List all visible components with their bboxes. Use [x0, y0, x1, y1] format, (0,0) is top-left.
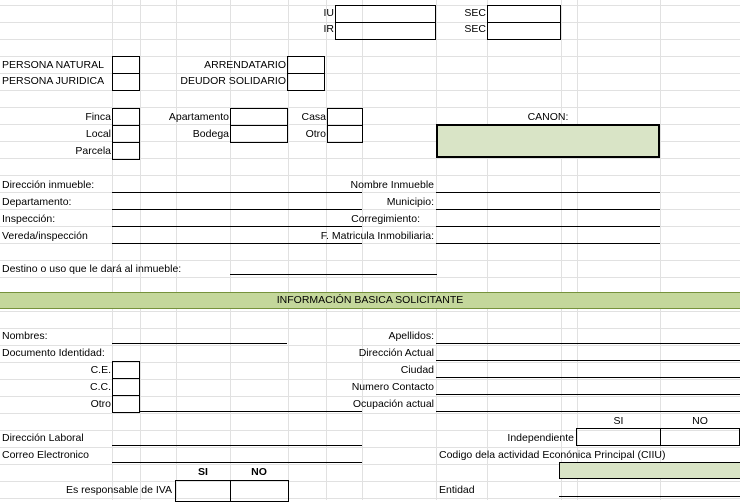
nombre-inmueble-field[interactable] — [436, 192, 660, 193]
entidad-field[interactable] — [559, 496, 740, 497]
ciudad-field[interactable] — [436, 377, 740, 378]
deudor-solidario-label: DEUDOR SOLIDARIO — [180, 75, 286, 87]
si-header: SI — [613, 415, 624, 427]
persona-natural-checkbox[interactable] — [112, 56, 140, 74]
apartamento-label: Apartamento — [168, 111, 229, 123]
matricula-field[interactable] — [436, 243, 660, 244]
otro-inmueble-label: Otro — [305, 128, 326, 140]
correo-field[interactable] — [112, 462, 362, 463]
ir-label: IR — [323, 23, 335, 35]
finca-label: Finca — [85, 111, 111, 123]
canon-label: CANON: — [527, 111, 569, 123]
local-label: Local — [85, 128, 111, 140]
arrendatario-checkbox[interactable] — [287, 56, 325, 74]
iu-field[interactable] — [335, 5, 436, 23]
inspeccion-label: Inspección: — [2, 213, 56, 225]
corregimiento-label: Corregimiento: — [351, 213, 420, 225]
documento-numero-field[interactable] — [140, 411, 362, 412]
sec-label-2: SEC — [464, 23, 486, 35]
direccion-laboral-label: Dirección Laboral — [2, 432, 84, 444]
independiente-si-checkbox[interactable] — [576, 428, 661, 446]
iva-si-header: SI — [198, 466, 208, 478]
inspeccion-field[interactable] — [112, 226, 362, 227]
matricula-label: F. Matricula Inmobiliaria: — [320, 230, 434, 242]
canon-field[interactable] — [436, 124, 660, 158]
otro-doc-checkbox[interactable] — [112, 395, 140, 413]
ciiu-label: Codigo dela actividad Econónica Principa… — [439, 449, 666, 461]
parcela-label: Parcela — [75, 145, 111, 157]
apellidos-field[interactable] — [436, 343, 740, 344]
independiente-no-checkbox[interactable] — [660, 428, 740, 446]
direccion-actual-field[interactable] — [436, 360, 740, 361]
cc-label: C.C. — [90, 381, 111, 393]
ir-field[interactable] — [335, 22, 436, 40]
otro-inmueble-checkbox[interactable] — [327, 125, 363, 143]
ciiu-field[interactable] — [559, 462, 740, 479]
numero-contacto-field[interactable] — [436, 394, 740, 395]
direccion-actual-label: Dirección Actual — [358, 347, 434, 359]
section-band — [0, 292, 740, 309]
bodega-field[interactable] — [230, 125, 288, 143]
iva-no-header: NO — [251, 466, 267, 478]
iva-si-checkbox[interactable] — [175, 480, 231, 502]
iva-label: Es responsable de IVA — [65, 484, 172, 496]
numero-contacto-label: Numero Contacto — [351, 381, 434, 393]
departamento-label: Departamento: — [2, 196, 72, 208]
persona-juridica-label: PERSONA JURIDICA — [2, 75, 105, 87]
sec-field-2[interactable] — [487, 22, 561, 40]
apartamento-field[interactable] — [230, 108, 288, 126]
ce-label: C.E. — [90, 364, 111, 376]
iva-no-checkbox[interactable] — [230, 480, 289, 502]
nombre-inmueble-label: Nombre Inmueble — [350, 179, 434, 191]
casa-label: Casa — [301, 111, 326, 123]
vereda-field[interactable] — [112, 243, 362, 244]
departamento-field[interactable] — [112, 209, 362, 210]
nombres-field[interactable] — [112, 343, 287, 344]
section-title: INFORMACIÓN BASICA SOLICITANTE — [276, 294, 464, 306]
ciudad-label: Ciudad — [400, 364, 434, 376]
finca-checkbox[interactable] — [112, 108, 140, 126]
corregimiento-field[interactable] — [436, 226, 660, 227]
destino-field[interactable] — [230, 274, 437, 275]
no-header: NO — [692, 415, 708, 427]
correo-label: Correo Electronico — [2, 449, 89, 461]
casa-checkbox[interactable] — [327, 108, 363, 126]
parcela-checkbox[interactable] — [112, 142, 140, 160]
ce-checkbox[interactable] — [112, 361, 140, 379]
entidad-label: Entidad — [439, 484, 475, 496]
municipio-label: Municipio: — [386, 196, 434, 208]
apellidos-label: Apellidos: — [388, 330, 434, 342]
sec-label-1: SEC — [464, 7, 486, 19]
direccion-inmueble-field[interactable] — [112, 192, 362, 193]
documento-label: Documento Identidad: — [2, 347, 105, 359]
persona-natural-label: PERSONA NATURAL — [2, 59, 104, 71]
iu-label: IU — [323, 7, 335, 19]
local-checkbox[interactable] — [112, 125, 140, 143]
ocupacion-label: Ocupación actual — [352, 398, 434, 410]
direccion-laboral-field[interactable] — [112, 445, 362, 446]
bodega-label: Bodega — [192, 128, 229, 140]
ocupacion-field[interactable] — [436, 411, 740, 412]
deudor-solidario-checkbox[interactable] — [287, 73, 325, 91]
destino-label: Destino o uso que le dará al inmueble: — [2, 263, 182, 275]
municipio-field[interactable] — [436, 209, 660, 210]
cc-checkbox[interactable] — [112, 378, 140, 396]
otro-doc-label: Otro — [90, 398, 111, 410]
sec-field-1[interactable] — [487, 5, 561, 23]
persona-juridica-checkbox[interactable] — [112, 73, 140, 91]
vereda-label: Vereda/inspección — [2, 230, 88, 242]
nombres-label: Nombres: — [2, 330, 48, 342]
arrendatario-label: ARRENDATARIO — [204, 59, 286, 71]
direccion-inmueble-label: Dirección inmueble: — [2, 179, 95, 191]
independiente-label: Independiente — [507, 432, 574, 444]
